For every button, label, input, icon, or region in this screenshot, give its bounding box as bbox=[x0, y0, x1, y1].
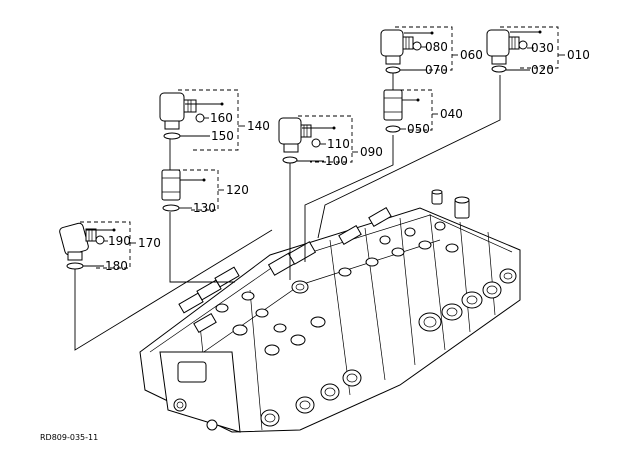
elbow-fitting-140 bbox=[159, 92, 205, 140]
o-ring-070 bbox=[385, 66, 401, 74]
adapter-040 bbox=[383, 89, 403, 133]
o-ring-050 bbox=[385, 125, 401, 133]
callout-180: 180 bbox=[105, 259, 128, 273]
control-valve-body bbox=[139, 189, 521, 433]
elbow-fitting-060 bbox=[380, 29, 422, 74]
callout-070: 070 bbox=[425, 63, 448, 77]
reference-code: RD809-035-11 bbox=[40, 433, 98, 442]
elbow-fitting-090 bbox=[278, 117, 321, 164]
callout-110: 110 bbox=[327, 137, 350, 151]
o-ring-160 bbox=[195, 113, 205, 123]
o-ring-130 bbox=[162, 204, 180, 212]
o-ring-180 bbox=[66, 262, 84, 270]
callout-050: 050 bbox=[407, 122, 430, 136]
callout-040: 040 bbox=[440, 107, 463, 121]
callout-030: 030 bbox=[531, 41, 554, 55]
spool-caps bbox=[260, 268, 517, 427]
o-ring-150 bbox=[163, 132, 181, 140]
top-bosses bbox=[431, 189, 470, 219]
top-ports bbox=[215, 221, 459, 356]
o-ring-190 bbox=[95, 235, 105, 245]
o-ring-030 bbox=[518, 40, 528, 50]
elbow-fitting-010 bbox=[486, 29, 528, 73]
callout-150: 150 bbox=[211, 129, 234, 143]
o-ring-110 bbox=[311, 138, 321, 148]
callout-leaders bbox=[83, 30, 565, 267]
elbow-fitting-170 bbox=[59, 222, 105, 270]
callout-170: 170 bbox=[138, 236, 161, 250]
callout-010: 010 bbox=[567, 48, 590, 62]
o-ring-080 bbox=[412, 41, 422, 51]
callout-120: 120 bbox=[226, 183, 249, 197]
adapter-120 bbox=[161, 169, 181, 212]
o-ring-100 bbox=[282, 156, 298, 164]
callout-020: 020 bbox=[531, 63, 554, 77]
callout-100: 100 bbox=[325, 154, 348, 168]
callout-060: 060 bbox=[460, 48, 483, 62]
callout-160: 160 bbox=[210, 111, 233, 125]
group-brackets bbox=[80, 26, 559, 269]
callout-080: 080 bbox=[425, 40, 448, 54]
leader-lines bbox=[74, 70, 501, 351]
callout-090: 090 bbox=[360, 145, 383, 159]
o-ring-020 bbox=[491, 65, 507, 73]
callout-140: 140 bbox=[247, 119, 270, 133]
callout-labels: 030 020 010 080 070 060 040 050 160 150 … bbox=[105, 40, 590, 273]
callout-190: 190 bbox=[108, 234, 131, 248]
callout-130: 130 bbox=[193, 201, 216, 215]
